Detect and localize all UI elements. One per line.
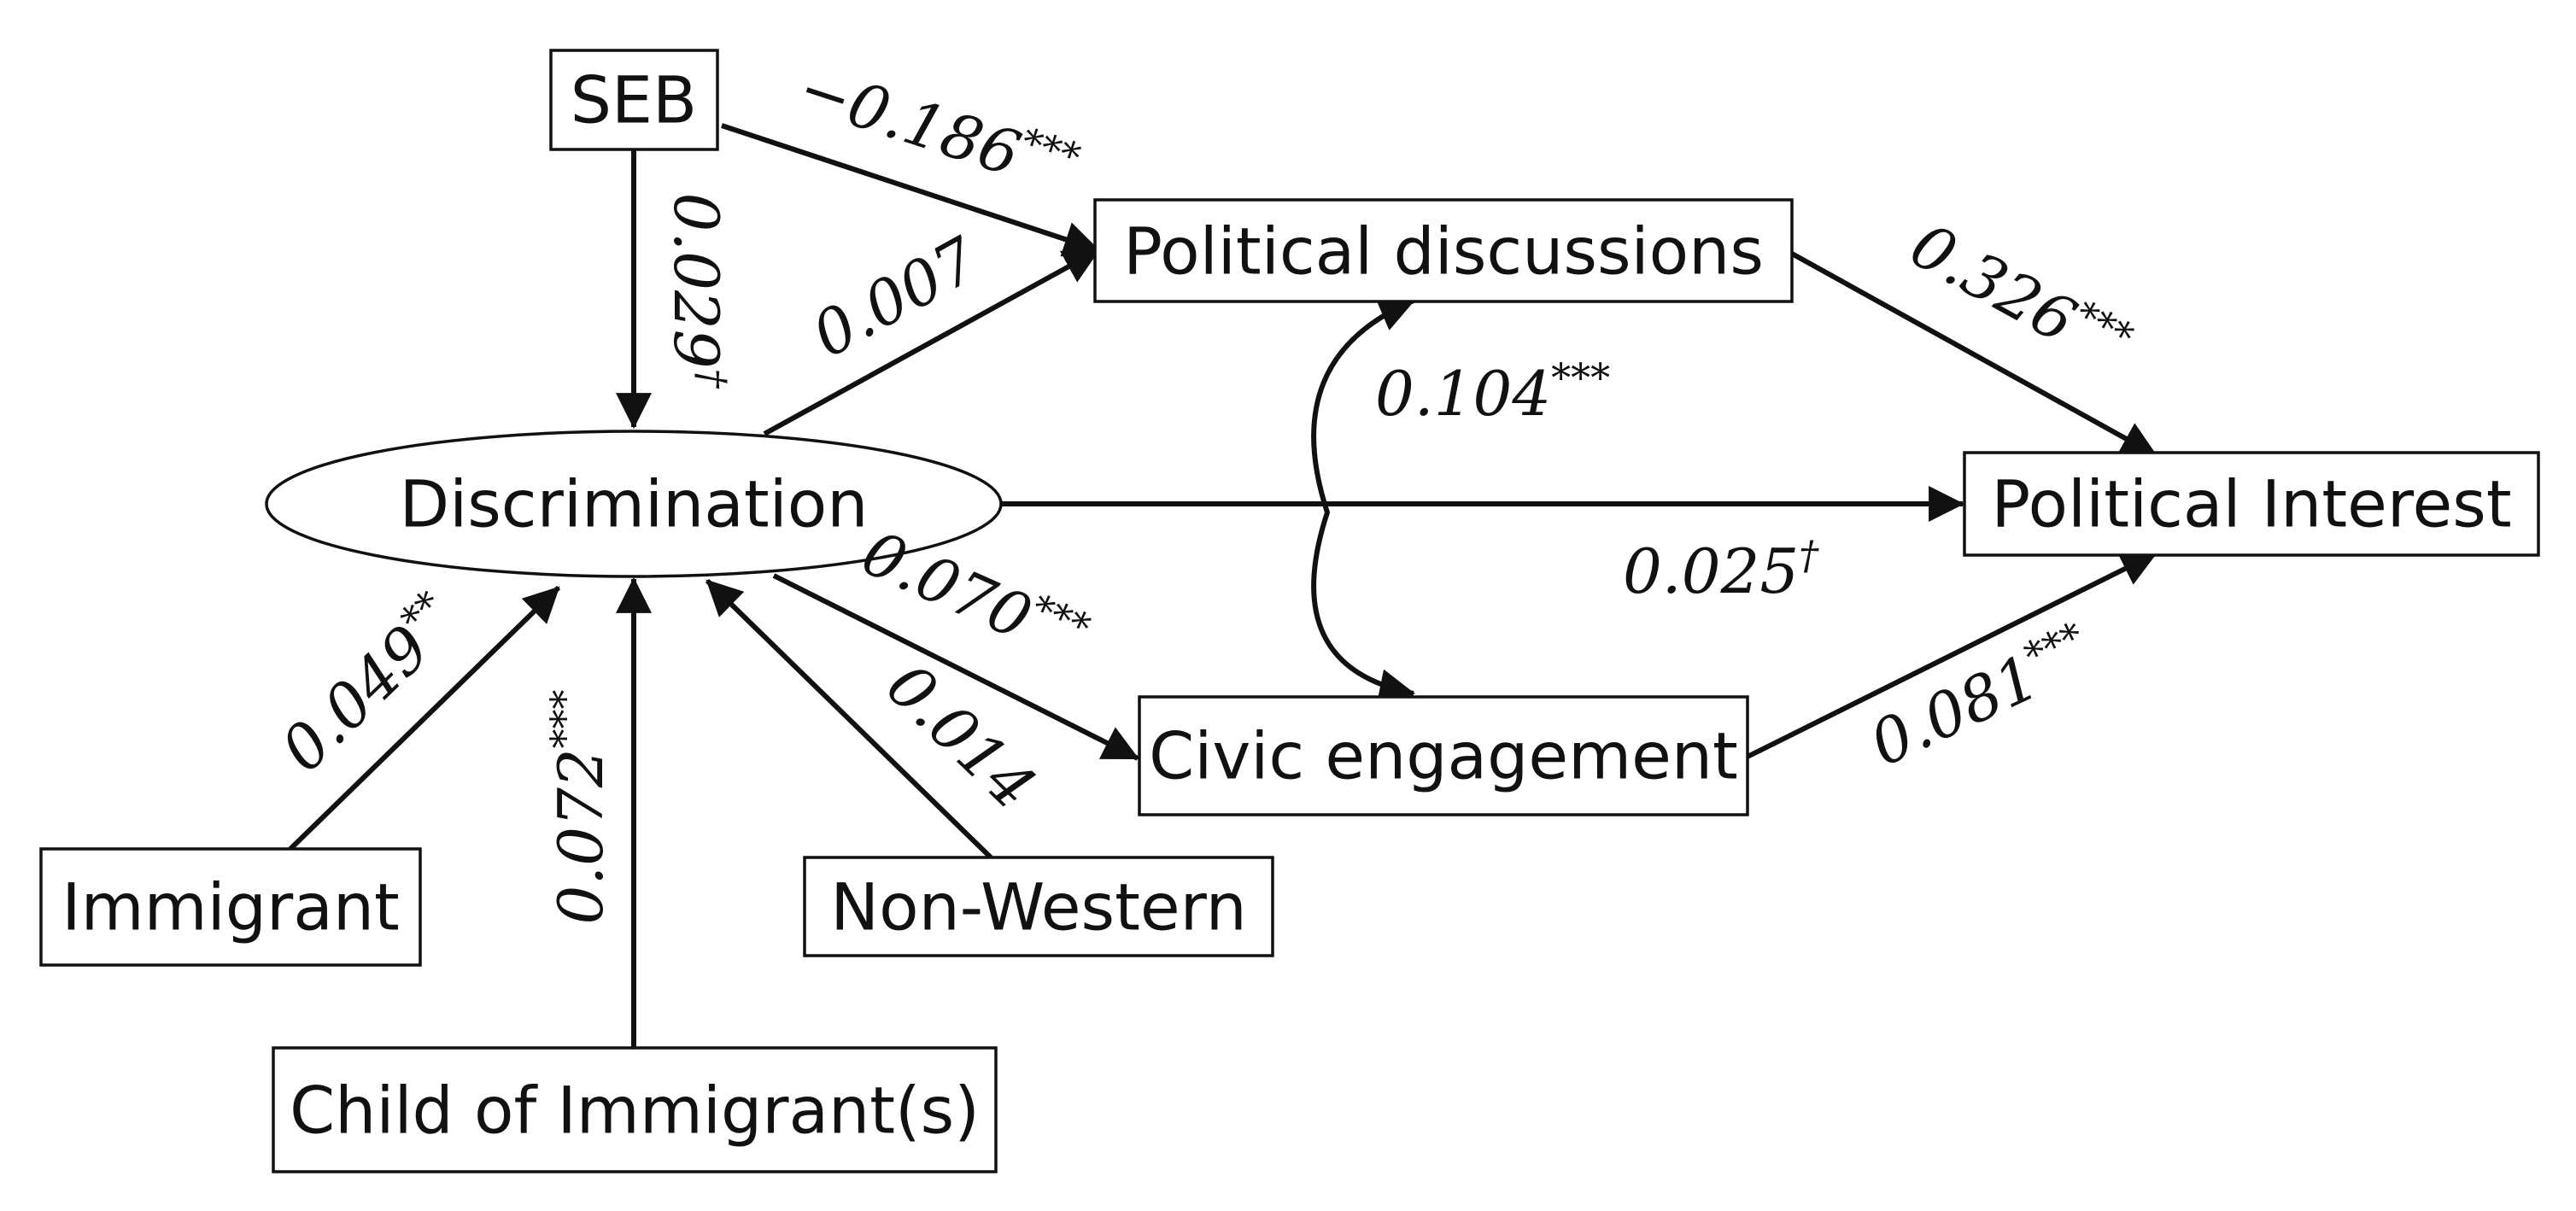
coef-value: 0.025 xyxy=(1623,535,1799,607)
coef-value: 0.014 xyxy=(873,649,1050,823)
node-immigrant-label: Immigrant xyxy=(61,869,400,945)
node-non-western: Non-Western xyxy=(803,856,1274,957)
svg-text:0.070***: 0.070*** xyxy=(852,513,1097,677)
coef-significance: *** xyxy=(542,689,588,748)
svg-text:0.326***: 0.326*** xyxy=(1899,206,2140,385)
edge-discrimination-to-discussions xyxy=(763,248,1100,436)
label-child-to-discrimination: 0.072*** xyxy=(542,689,617,924)
edge-seb-to-discussions xyxy=(721,123,1100,257)
edge-discrimination-to-civic xyxy=(772,573,1139,761)
coef-significance: *** xyxy=(1016,119,1086,181)
node-civic-engagement-label: Civic engagement xyxy=(1149,718,1738,794)
label-seb-to-discussions: −0.186*** xyxy=(790,49,1086,208)
label-discussions-civic-covariance: 0.104*** xyxy=(1375,354,1610,430)
node-non-western-label: Non-Western xyxy=(830,869,1247,945)
label-immigrant-to-discrimination: 0.049** xyxy=(265,582,471,785)
svg-text:0.072***: 0.072*** xyxy=(542,689,617,924)
coef-value: 0.072 xyxy=(545,748,617,924)
node-discrimination: Discrimination xyxy=(265,430,1003,578)
label-discrimination-to-civic: 0.070*** xyxy=(852,513,1097,677)
svg-text:0.014: 0.014 xyxy=(873,649,1050,823)
node-child-of-immigrants: Child of Immigrant(s) xyxy=(272,1046,998,1173)
coef-value: 0.049 xyxy=(267,611,444,786)
coef-value: 0.326 xyxy=(1899,209,2087,357)
node-immigrant: Immigrant xyxy=(39,847,422,967)
svg-text:0.025†: 0.025† xyxy=(1623,532,1819,607)
node-seb-label: SEB xyxy=(571,62,697,138)
svg-text:0.029†: 0.029† xyxy=(660,192,735,389)
label-civic-to-interest: 0.081*** xyxy=(1858,613,2103,781)
edge-civic-to-interest xyxy=(1746,551,2157,759)
coef-significance: † xyxy=(1799,532,1819,578)
node-political-discussions-label: Political discussions xyxy=(1123,214,1764,290)
coef-value: −0.186 xyxy=(790,51,1028,190)
node-political-interest: Political Interest xyxy=(1963,451,2540,557)
label-seb-to-discrimination: 0.029† xyxy=(660,192,735,389)
edge-nonwestern-to-discrimination xyxy=(705,578,993,860)
label-discrimination-to-discussions: 0.007 xyxy=(800,223,989,371)
node-political-interest-label: Political Interest xyxy=(1991,466,2511,542)
coef-value: 0.081 xyxy=(1859,641,2049,780)
coef-value: 0.007 xyxy=(800,223,989,371)
coef-value: 0.104 xyxy=(1375,358,1551,430)
label-nonwestern-to-discrimination: 0.014 xyxy=(873,649,1050,823)
coef-significance: *** xyxy=(1551,354,1610,401)
coef-significance: † xyxy=(689,369,735,389)
node-political-discussions: Political discussions xyxy=(1093,198,1794,303)
label-discussions-to-interest: 0.326*** xyxy=(1899,206,2140,385)
node-civic-engagement: Civic engagement xyxy=(1138,695,1749,816)
node-child-of-immigrants-label: Child of Immigrant(s) xyxy=(290,1073,980,1149)
svg-text:0.104***: 0.104*** xyxy=(1375,354,1610,430)
node-seb: SEB xyxy=(549,49,719,151)
node-discrimination-label: Discrimination xyxy=(400,466,869,542)
edge-discussions-to-interest xyxy=(1790,251,2157,458)
edge-discussions-civic-covariance xyxy=(1311,297,1416,705)
coef-value: 0.029 xyxy=(660,192,732,368)
label-discrimination-to-interest: 0.025† xyxy=(1623,532,1819,607)
svg-text:0.007: 0.007 xyxy=(800,223,989,371)
svg-text:−0.186***: −0.186*** xyxy=(790,49,1086,208)
svg-text:0.081***: 0.081*** xyxy=(1858,613,2103,781)
edge-immigrant-to-discrimination xyxy=(288,585,561,851)
svg-text:0.049**: 0.049** xyxy=(265,582,471,785)
